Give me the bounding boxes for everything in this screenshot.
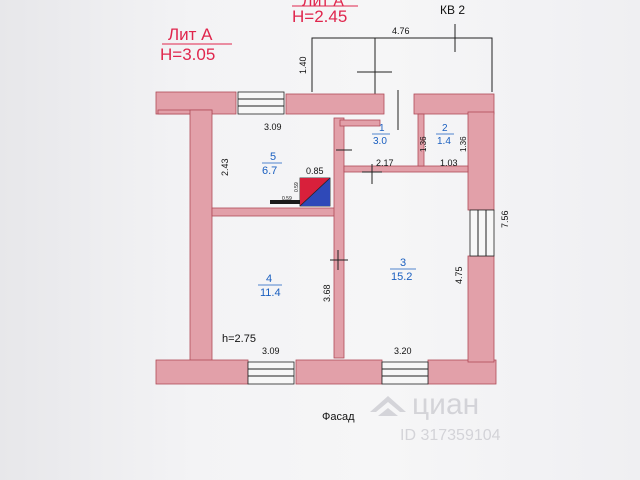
room-5-area: 6.7	[262, 165, 277, 177]
dim-r4-width: 3.09	[262, 346, 280, 356]
lit-a1-label: Лит А	[302, 0, 344, 10]
stove-icon	[270, 177, 331, 207]
dim-r2-depth-b: 1.36	[459, 136, 468, 152]
ceiling-height-note: h=2.75	[222, 333, 256, 345]
window-bottom-left	[247, 361, 295, 385]
room-4-area: 11.4	[260, 287, 281, 299]
window-bottom-right	[381, 361, 429, 385]
dim-r2-width: 1.03	[440, 158, 458, 168]
watermark: циан ID 317359104	[370, 388, 501, 444]
watermark-id: ID 317359104	[400, 427, 501, 444]
room-3-area: 15.2	[391, 271, 412, 283]
dim-r5-height: 2.43	[220, 158, 230, 176]
dim-outer-top: 4.76	[392, 26, 410, 36]
dim-porch-left: 1.40	[298, 56, 308, 74]
cian-logo-icon	[370, 396, 406, 416]
dim-r3-height: 4.75	[454, 266, 464, 284]
lit-a1-height: Н=2.45	[292, 7, 347, 26]
dim-r3-width: 3.20	[394, 346, 412, 356]
lit-a-height: Н=3.05	[160, 45, 215, 64]
lit-a-label: Лит А	[168, 25, 213, 44]
room-2-id: 2	[442, 123, 448, 134]
room-2: 2 1.4	[436, 123, 454, 147]
dim-r4-height: 3.68	[322, 284, 332, 302]
dim-r2-depth: 1.36	[419, 136, 428, 152]
room-3: 3 15.2	[390, 257, 416, 283]
room-1-id: 1	[379, 123, 385, 134]
room-5-id: 5	[270, 151, 276, 163]
room-5: 5 6.7	[262, 151, 282, 177]
room-4-id: 4	[266, 273, 272, 285]
outer-walls	[155, 91, 497, 385]
facade-label: Фасад	[322, 411, 355, 423]
room-1: 1 3.0	[372, 123, 390, 147]
dim-r1-width: 2.17	[376, 158, 394, 168]
room-3-id: 3	[400, 257, 406, 269]
kv-label: КВ 2	[440, 3, 465, 17]
room-2-area: 1.4	[437, 136, 451, 147]
dim-r5-small: 0.85	[306, 166, 324, 176]
room-1-area: 3.0	[373, 136, 387, 147]
watermark-brand: циан	[412, 388, 479, 421]
window-right	[469, 209, 495, 257]
porch-extension	[311, 24, 493, 130]
dim-tiny-2: 0.59	[282, 196, 292, 202]
window-top	[237, 91, 285, 115]
windows	[237, 91, 495, 385]
dim-right-total: 7.56	[500, 210, 510, 228]
room-4: 4 11.4	[258, 273, 282, 299]
partitions	[211, 113, 469, 359]
dim-r5-width: 3.09	[264, 122, 282, 132]
dim-tiny-1: 0.59	[294, 182, 300, 192]
